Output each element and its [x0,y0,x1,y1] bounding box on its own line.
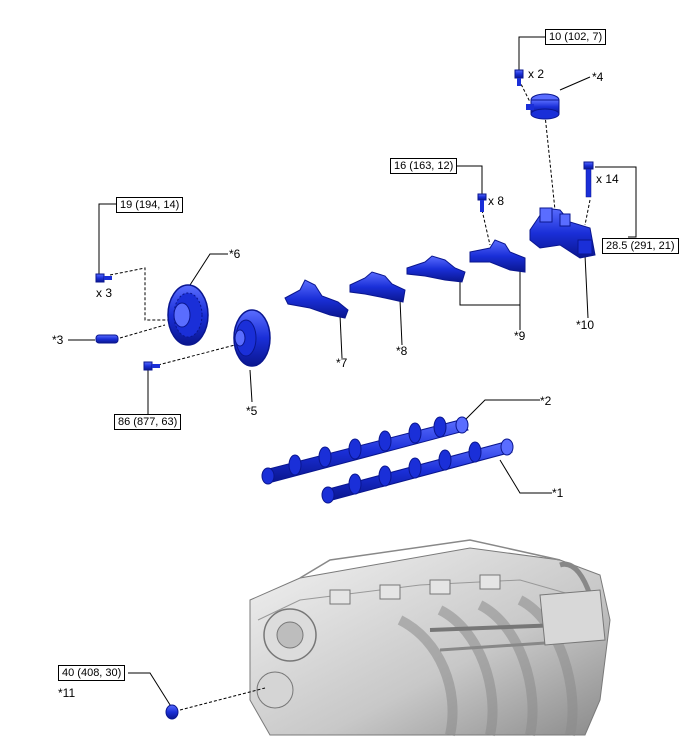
torque-spec-10: 10 (102, 7) [545,29,607,45]
torque-spec-40: 40 (408, 30) [58,665,126,681]
bolt-10 [514,69,524,86]
torque-spec-16: 16 (163, 12) [390,158,458,174]
bolt-28-5 [583,161,594,198]
camshaft-timing-sprocket [167,284,209,346]
torque-spec-86: 86 (877, 63) [114,414,182,430]
callout-2: *2 [540,394,552,408]
engine-block [249,539,611,737]
callout-4: *4 [592,70,604,84]
callout-6: *6 [229,247,241,261]
bolt-16 [477,193,487,212]
callout-7: *7 [336,356,348,370]
camshaft-2 [261,416,469,485]
bearing-cap-set [406,239,526,283]
torque-spec-28-5: 28.5 (291, 21) [602,238,679,254]
quantity-bolt-10: x 2 [528,67,545,81]
callout-10: *10 [576,318,595,332]
callout-1: *1 [552,486,564,500]
bolt-19 [95,273,112,283]
straight-pin [95,334,119,344]
bolt-86 [143,361,160,371]
quantity-bolt-28-5: x 14 [596,172,619,186]
oil-control-valve-housing [526,93,560,120]
callout-8: *8 [396,344,408,358]
leader-lines [68,36,637,711]
camshaft-timing-gear [233,309,271,367]
callout-11: *11 [58,686,76,700]
quantity-bolt-19: x 3 [96,286,113,300]
camshaft-housing [529,207,596,259]
torque-spec-19: 19 (194, 14) [116,197,184,213]
bearing-cap-8 [349,271,406,303]
plug [165,704,179,720]
callout-5: *5 [246,404,258,418]
callout-9: *9 [514,329,526,343]
callout-3: *3 [52,333,64,347]
camshaft-1 [321,438,514,504]
quantity-bolt-16: x 8 [488,194,505,208]
bearing-cap-7 [284,279,349,319]
